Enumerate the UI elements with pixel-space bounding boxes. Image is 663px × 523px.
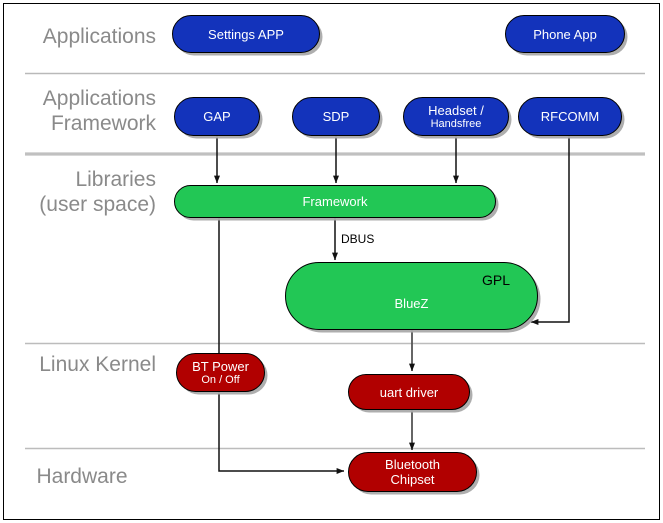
node-bluetooth-chipset[interactable]: Bluetooth Chipset — [348, 452, 477, 492]
layer-label-applications-framework: Applications Framework — [42, 87, 156, 135]
layer-label-libraries: Libraries (user space) — [39, 168, 156, 216]
node-bluez[interactable]: BlueZ — [285, 262, 538, 330]
layer-divider-lines — [25, 72, 645, 450]
node-phone-app[interactable]: Phone App — [505, 15, 625, 53]
node-bt-power[interactable]: BT Power On / Off — [176, 353, 265, 392]
layer-label-applications: Applications — [42, 25, 156, 48]
layer-label-hardware: Hardware — [36, 465, 128, 488]
node-framework[interactable]: Framework — [174, 185, 496, 218]
connector-framework-chipset — [218, 218, 345, 474]
node-sdp[interactable]: SDP — [292, 97, 380, 136]
connector-rfcomm-bluez — [530, 136, 570, 326]
node-bt-power-sublabel: On / Off — [201, 373, 240, 386]
dbus-label: DBUS — [341, 232, 375, 246]
node-bt-power-label: BT Power — [192, 358, 249, 374]
node-bluetooth-chipset-label: Bluetooth — [385, 457, 440, 472]
node-bluetooth-chipset-sublabel: Chipset — [390, 472, 435, 487]
node-bluez-label: BlueZ — [394, 295, 429, 311]
node-framework-label: Framework — [302, 194, 368, 209]
diagram-border — [3, 3, 660, 520]
node-headset-handsfree-label: Headset / — [428, 102, 484, 118]
node-settings-app-label: Settings APP — [208, 26, 284, 42]
node-settings-app[interactable]: Settings APP — [172, 15, 320, 53]
node-uart-driver-label: uart driver — [379, 384, 439, 400]
node-headset-handsfree[interactable]: Headset / Handsfree — [403, 97, 509, 136]
node-rfcomm[interactable]: RFCOMM — [518, 97, 622, 136]
node-phone-app-label: Phone App — [533, 26, 597, 42]
node-rfcomm-label: RFCOMM — [540, 109, 600, 124]
node-gap[interactable]: GAP — [174, 97, 260, 136]
layer-label-linux-kernel: Linux Kernel — [39, 353, 156, 376]
gpl-label: GPL — [482, 272, 511, 288]
node-sdp-label: SDP — [322, 109, 350, 124]
node-gap-label: GAP — [203, 109, 231, 124]
node-headset-handsfree-sublabel: Handsfree — [430, 117, 482, 130]
node-uart-driver[interactable]: uart driver — [348, 374, 470, 410]
